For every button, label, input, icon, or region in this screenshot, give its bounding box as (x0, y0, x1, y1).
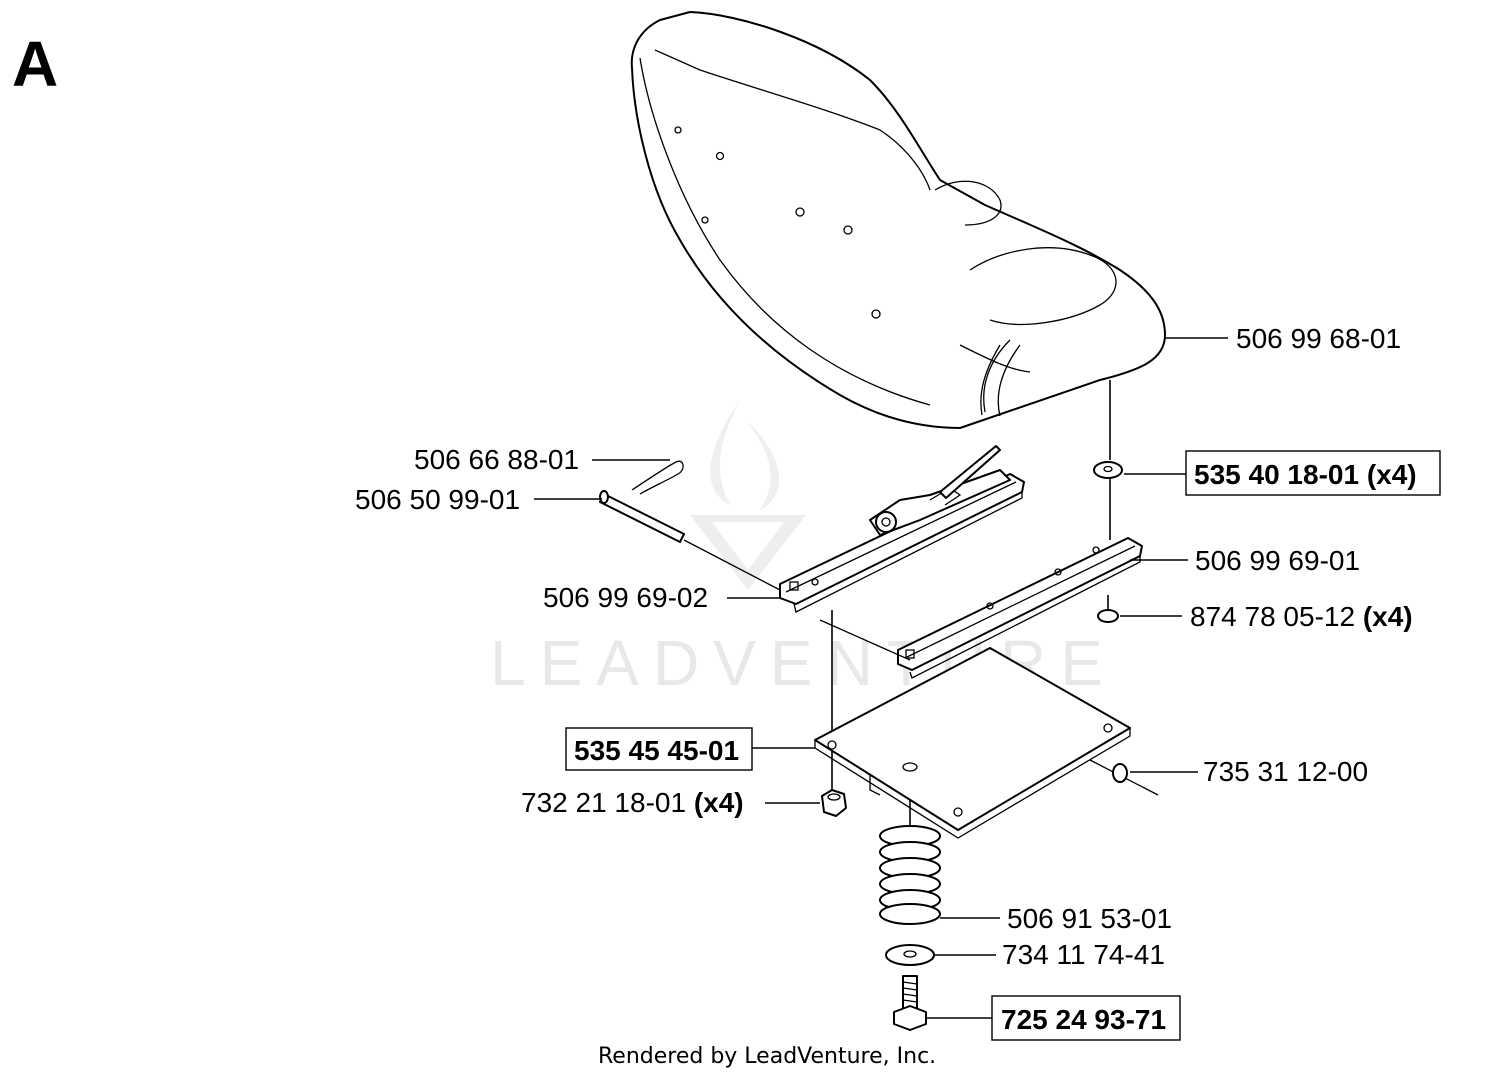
watermark: LEADVENTURE (490, 400, 1103, 699)
spring-washer-drawing (885, 944, 935, 966)
label-left-rail: 506 99 69-02 (543, 582, 708, 613)
label-spring-washer: 734 11 74-41 (1002, 939, 1165, 970)
spring-drawing (879, 825, 941, 925)
seat-plate-drawing (814, 647, 1131, 839)
screw-drawing (1097, 595, 1119, 623)
label-lock-nut: 732 21 18-01 (x4) (521, 787, 744, 818)
flame-logo-icon (710, 400, 780, 510)
pivot-pin-drawing (599, 490, 685, 543)
right-rail-drawing (897, 537, 1143, 679)
label-screw: 874 78 05-12 (x4) (1190, 601, 1413, 632)
label-right-rail: 506 99 69-01 (1195, 545, 1360, 576)
label-pivot-pin: 506 50 99-01 (355, 484, 520, 515)
seat-drawing (630, 11, 1166, 429)
box-seat-washer (1185, 450, 1441, 496)
section-letter: A (12, 28, 58, 100)
bolt-drawing (893, 975, 927, 1031)
hair-pin-drawing (631, 460, 684, 495)
clip-drawing (1112, 763, 1128, 783)
box-seat-plate (565, 727, 753, 771)
label-seat: 506 99 68-01 (1236, 323, 1401, 354)
seat-washer-drawing (1093, 461, 1123, 479)
label-bolt: 725 24 93-71 (1001, 1004, 1166, 1035)
label-seat-washer: 535 40 18-01 (x4) (1194, 459, 1417, 490)
box-bolt (991, 995, 1181, 1041)
label-clip: 735 31 12-00 (1203, 756, 1368, 787)
label-spring: 506 91 53-01 (1007, 903, 1172, 934)
label-seat-plate: 535 45 45-01 (574, 735, 739, 766)
label-hair-pin: 506 66 88-01 (414, 444, 579, 475)
lock-nut-drawing (821, 789, 847, 817)
footer-credit: Rendered by LeadVenture, Inc. (598, 1044, 936, 1069)
left-rail-drawing (779, 445, 1025, 613)
v-logo-icon (690, 515, 806, 590)
